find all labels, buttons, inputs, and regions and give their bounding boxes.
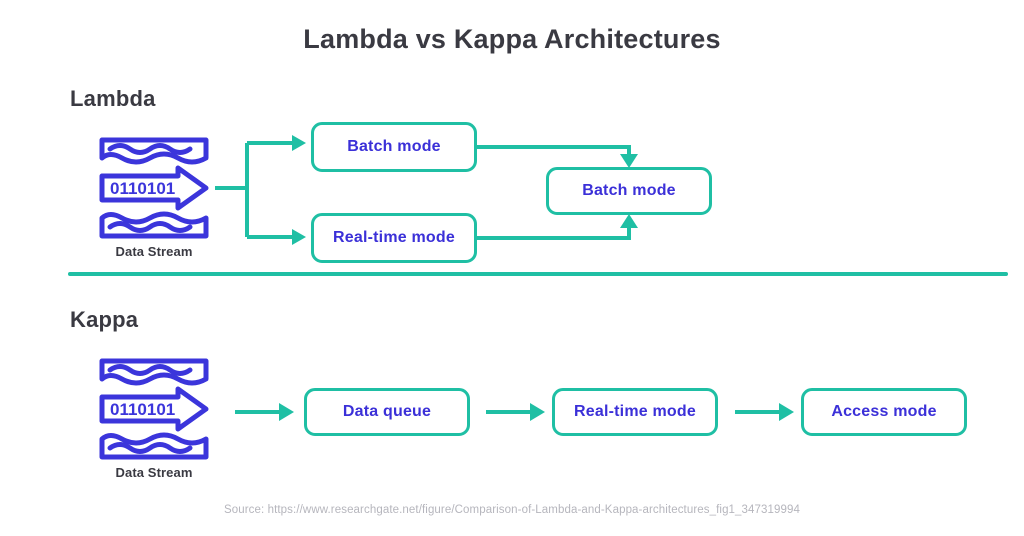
data-stream-label: Data Stream (115, 465, 193, 480)
node-data-queue[interactable]: Data queue (304, 388, 470, 436)
arrowhead-merge-up (620, 214, 638, 228)
node-access-mode[interactable]: Access mode (801, 388, 967, 436)
node-batch-mode-merged[interactable]: Batch mode (546, 167, 712, 215)
section-divider (68, 272, 1008, 276)
node-batch-mode-top[interactable]: Batch mode (311, 122, 477, 172)
section-header-lambda: Lambda (70, 86, 156, 111)
arrowhead-kappa-1 (279, 403, 294, 421)
node-real-time-mode-kappa[interactable]: Real-time mode (552, 388, 718, 436)
data-stream-icon: 0110101 (99, 137, 209, 239)
stream-binary-text: 0110101 (110, 179, 175, 198)
data-stream-label: Data Stream (115, 244, 193, 259)
section-header-kappa: Kappa (70, 307, 139, 332)
page-title: Lambda vs Kappa Architectures (303, 24, 721, 54)
data-stream-icon: 0110101 (99, 358, 209, 460)
stream-binary-text: 0110101 (110, 400, 175, 419)
arrowhead-kappa-2 (530, 403, 545, 421)
node-real-time-mode-lambda[interactable]: Real-time mode (311, 213, 477, 263)
arrowhead-split-upper (292, 135, 306, 151)
arrowhead-kappa-3 (779, 403, 794, 421)
source-citation: Source: https://www.researchgate.net/fig… (223, 504, 801, 516)
arrowhead-split-lower (292, 229, 306, 245)
arrowhead-merge-down (620, 154, 638, 168)
